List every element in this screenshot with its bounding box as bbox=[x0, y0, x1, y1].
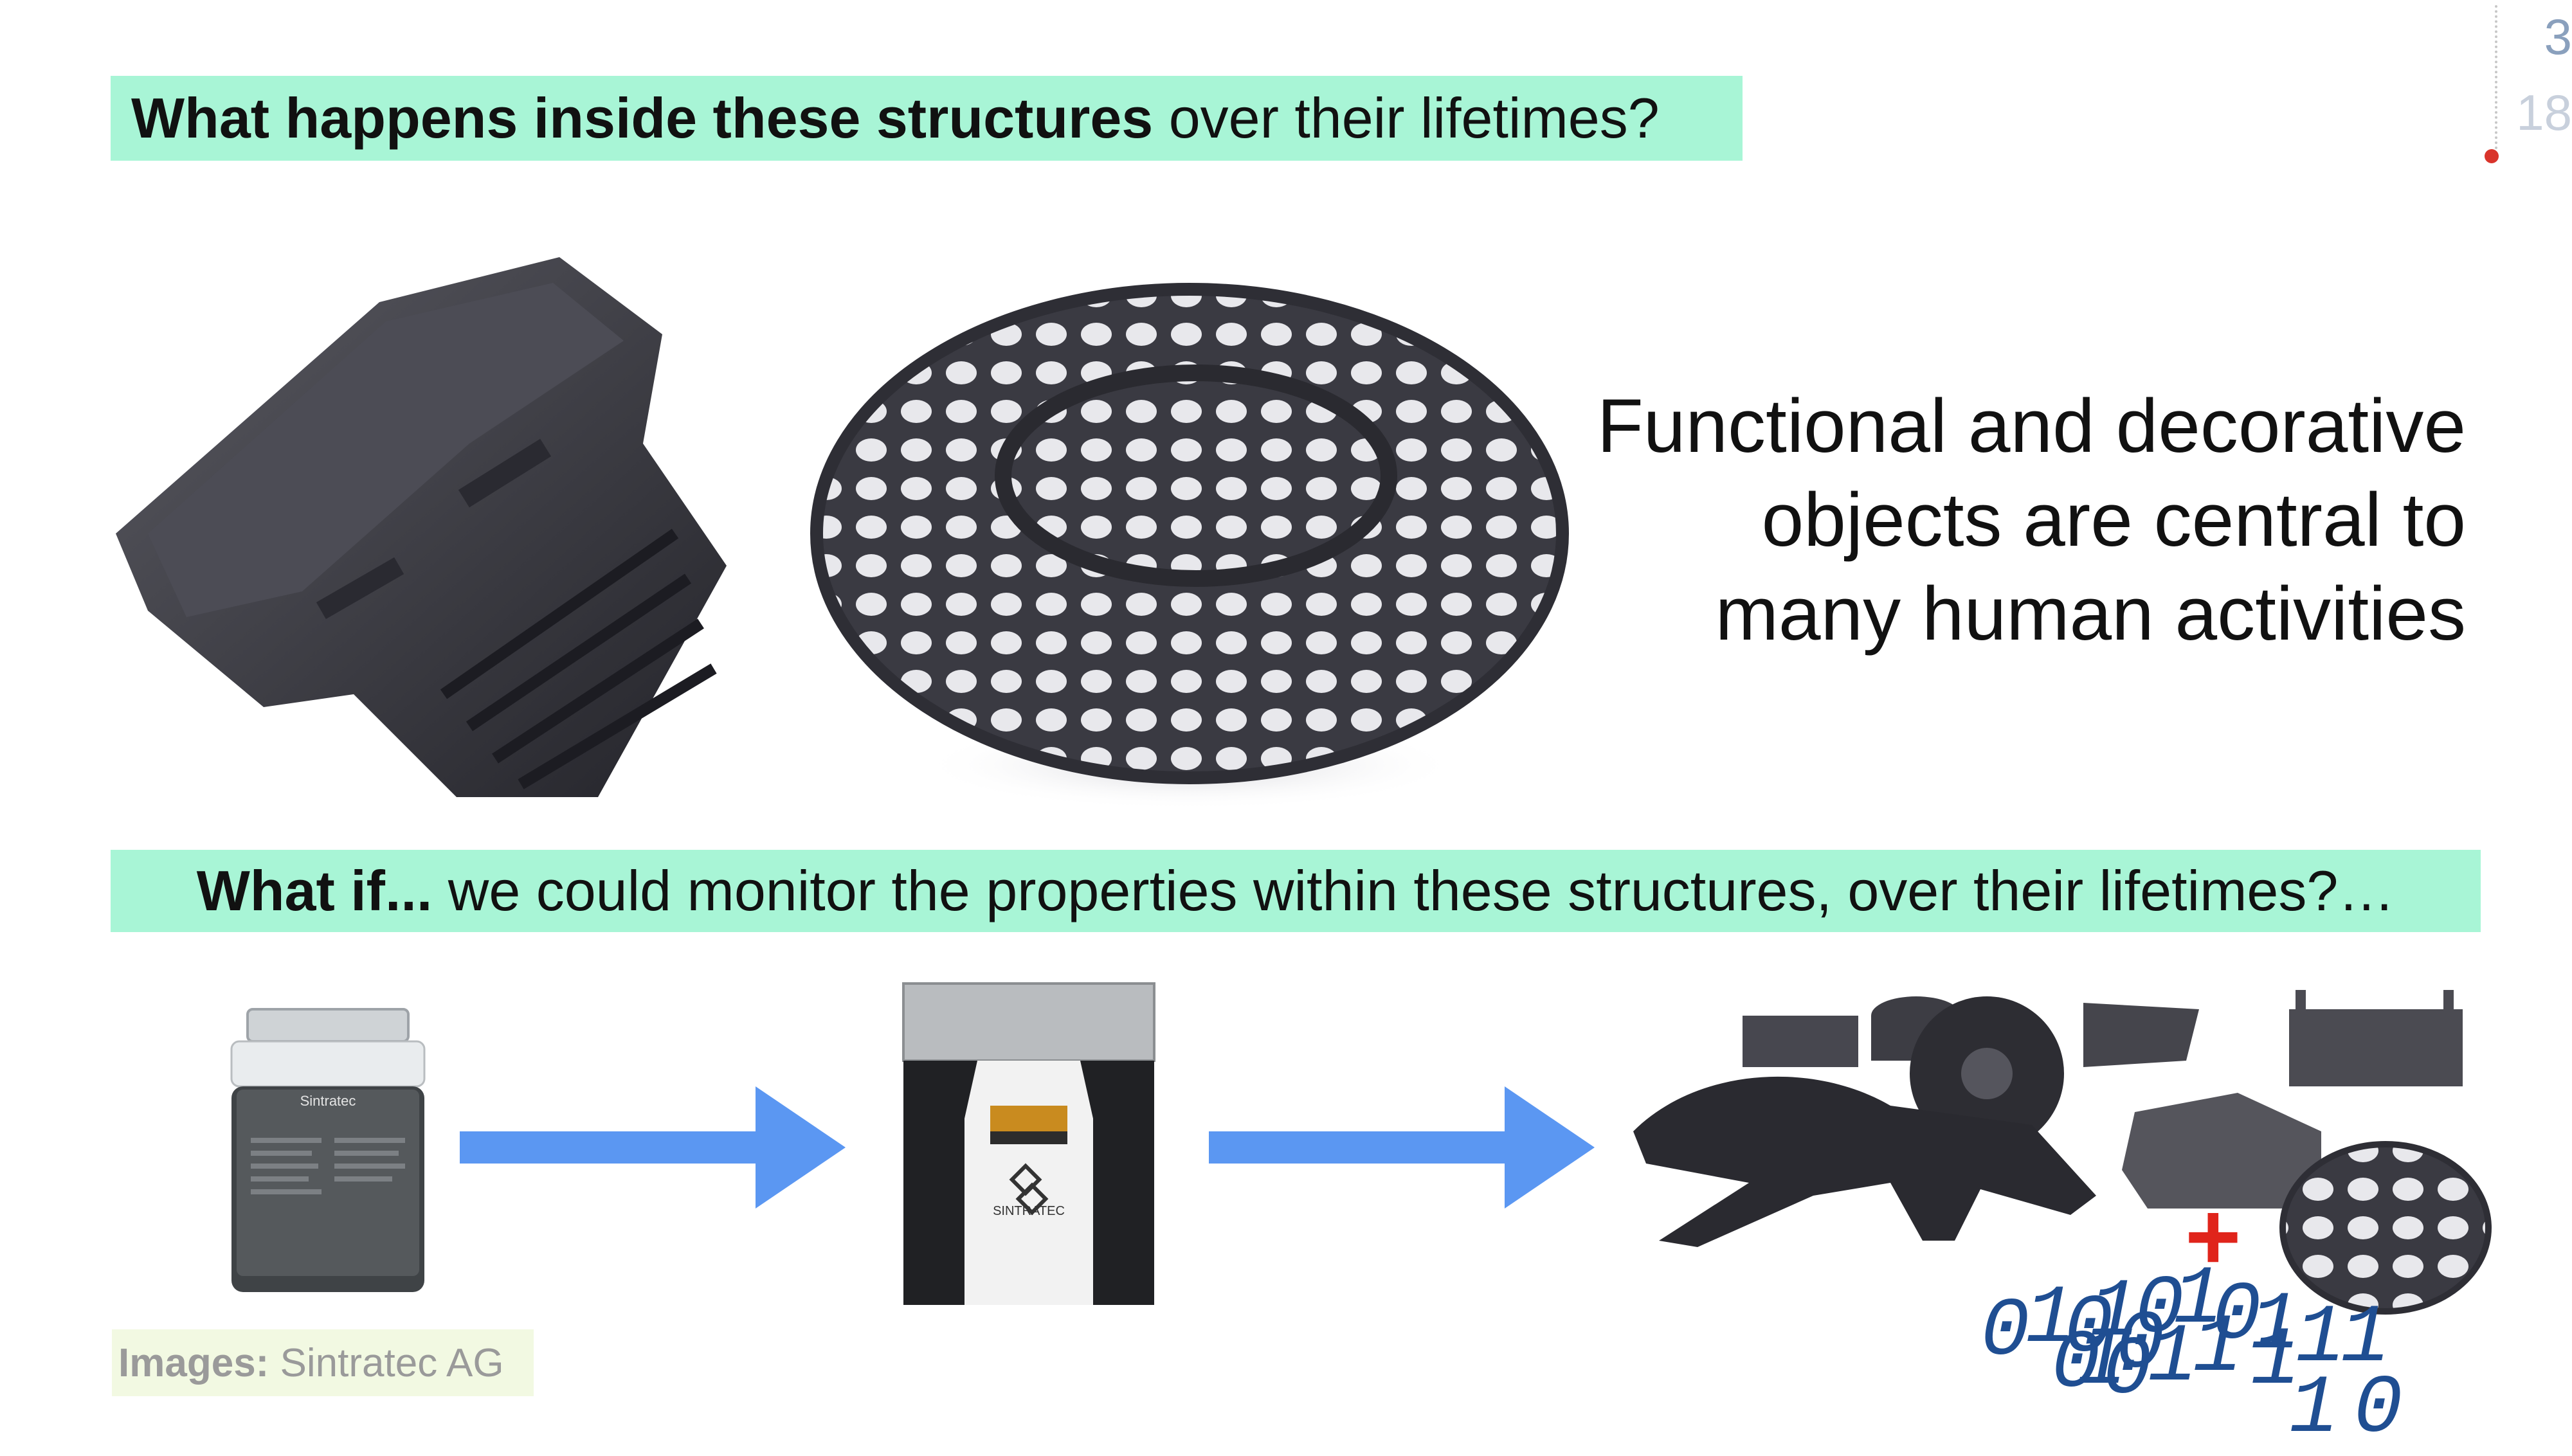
credit-rest: Sintratec AG bbox=[269, 1340, 504, 1385]
statement-line-1: Functional and decorative bbox=[1597, 384, 2466, 469]
binary-digit: 0 bbox=[2212, 1270, 2261, 1363]
statement-text: Functional and decorative objects are ce… bbox=[1530, 379, 2466, 661]
banner-mid-bold: What if... bbox=[196, 859, 433, 922]
jar-brand-label: Sintratec bbox=[300, 1093, 356, 1109]
sls-printer-image: SINTRATEC bbox=[902, 982, 1155, 1305]
binary-digit: 0 bbox=[2115, 1299, 2165, 1392]
printed-part-image bbox=[116, 257, 727, 797]
slide-number-total: 18 bbox=[2516, 84, 2572, 141]
lattice-bowl-image bbox=[810, 283, 1569, 810]
binary-digit: 0 bbox=[2135, 1263, 2184, 1356]
slide-number-current: 3 bbox=[2544, 8, 2572, 65]
binary-digit: 1 bbox=[2148, 1311, 2197, 1405]
statement-line-2: objects are central to bbox=[1761, 478, 2466, 562]
binary-digit: 1 bbox=[2173, 1254, 2223, 1347]
printer-brand-label: SINTRATEC bbox=[993, 1204, 1065, 1218]
binary-digit: 1 bbox=[2250, 1315, 2300, 1408]
image-credit: Images: Sintratec AG bbox=[112, 1329, 534, 1396]
binary-digit: 0 bbox=[2353, 1363, 2403, 1456]
slide-progress-dot bbox=[2485, 149, 2499, 163]
statement-line-3: many human activities bbox=[1715, 571, 2466, 656]
credit-bold: Images: bbox=[118, 1340, 269, 1385]
printed-objects-image bbox=[1633, 990, 2492, 1315]
binary-digit: 1 bbox=[2341, 1292, 2390, 1385]
binary-digit: 1 bbox=[2250, 1279, 2300, 1372]
question-banner-middle: What if... we could monitor the properti… bbox=[111, 850, 2481, 932]
binary-digit: 1 bbox=[2077, 1315, 2126, 1408]
binary-digit: 0 bbox=[2064, 1282, 2114, 1376]
binary-digit: 1 bbox=[2193, 1302, 2242, 1395]
question-banner-top: What happens inside these structures ove… bbox=[111, 76, 1743, 161]
binary-digit: 0 bbox=[1980, 1286, 2030, 1379]
plus-sign: + bbox=[2185, 1182, 2241, 1290]
powder-jar-image: Sintratec bbox=[230, 1008, 426, 1292]
binary-digit: 1 bbox=[2289, 1363, 2339, 1456]
banner-mid-rest: we could monitor the properties within t… bbox=[432, 859, 2395, 922]
binary-digit: 0 bbox=[2051, 1318, 2101, 1411]
banner-top-rest: over their lifetimes? bbox=[1153, 86, 1660, 150]
slide-progress-line bbox=[2495, 5, 2497, 154]
binary-digit: 0 bbox=[2103, 1324, 2152, 1417]
process-arrow-2 bbox=[1209, 1086, 1595, 1209]
process-arrow-1 bbox=[460, 1086, 846, 1209]
banner-top-bold: What happens inside these structures bbox=[131, 86, 1154, 150]
binary-digit: 1 bbox=[2090, 1266, 2139, 1360]
binary-digit: 1 bbox=[2296, 1292, 2345, 1385]
binary-digit: 1 bbox=[2025, 1273, 2075, 1366]
